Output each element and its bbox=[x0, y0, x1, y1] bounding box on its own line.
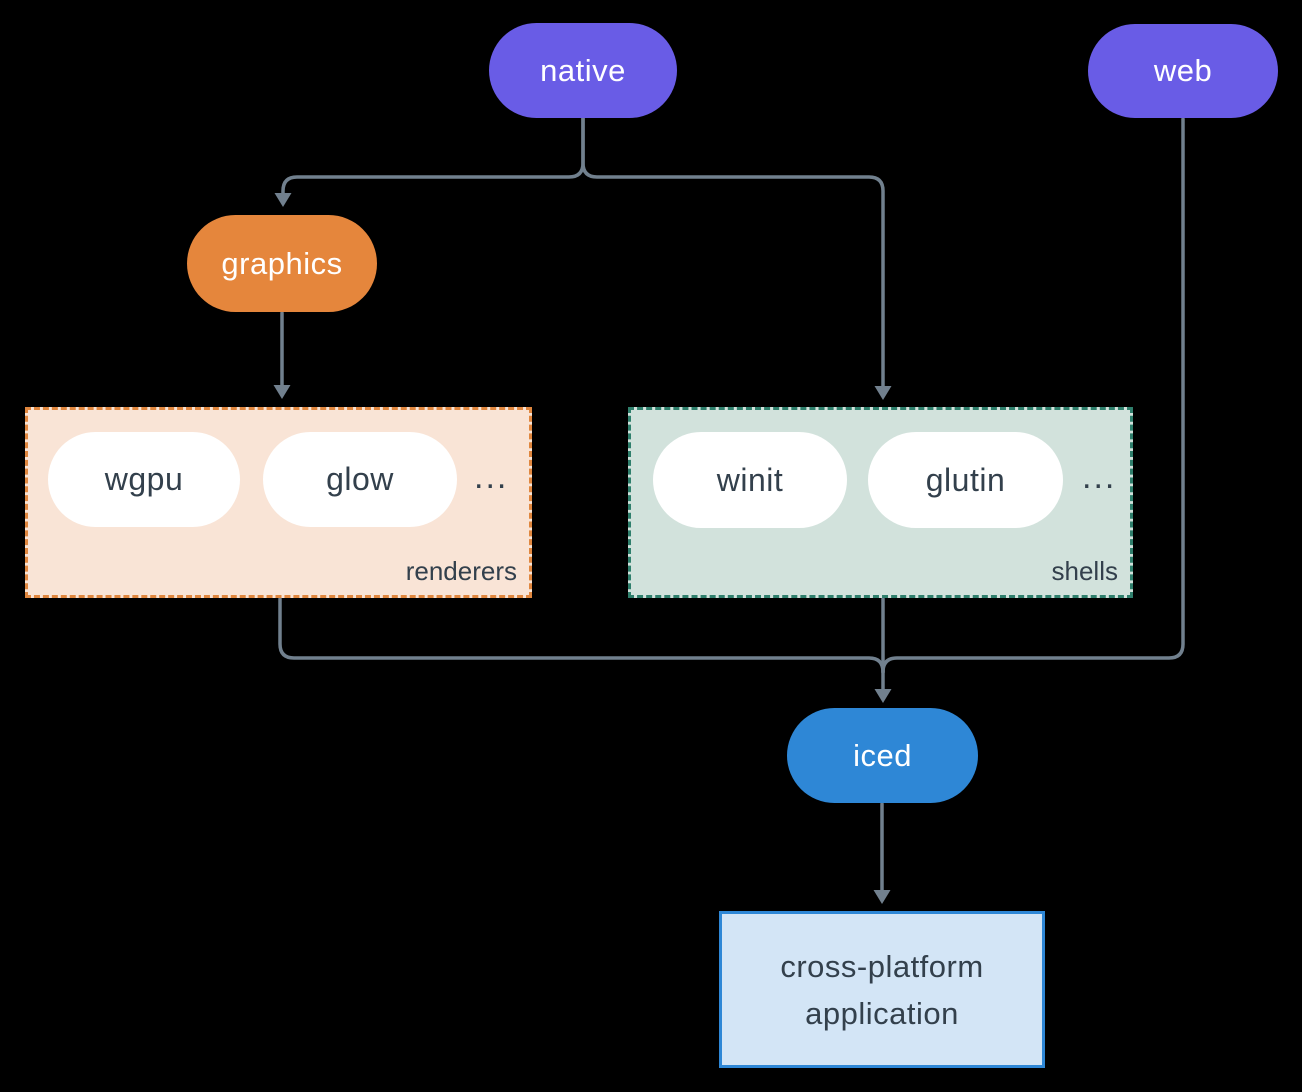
node-glutin: glutin bbox=[868, 432, 1063, 528]
arrowhead-into-graphics bbox=[274, 193, 292, 207]
node-native: native bbox=[489, 23, 677, 118]
node-native-label: native bbox=[540, 52, 626, 88]
renderers-ellipsis: ... bbox=[474, 458, 509, 496]
edge-native-shells bbox=[581, 116, 885, 388]
node-glutin-label: glutin bbox=[925, 461, 1006, 498]
edge-renderers-iced bbox=[278, 597, 885, 674]
arrowhead-into-shells bbox=[874, 386, 892, 400]
node-glow: glow bbox=[263, 432, 457, 527]
arrowhead-into-iced bbox=[874, 689, 892, 703]
node-winit-label: winit bbox=[716, 461, 784, 498]
node-application-label-line2: application bbox=[805, 995, 959, 1031]
node-application: cross-platform application bbox=[719, 911, 1045, 1068]
node-iced-label: iced bbox=[853, 737, 912, 773]
edge-native-graphics bbox=[281, 116, 585, 195]
node-graphics: graphics bbox=[187, 215, 377, 312]
node-web: web bbox=[1088, 24, 1278, 118]
node-winit: winit bbox=[653, 432, 847, 528]
node-application-label-line1: cross-platform bbox=[780, 948, 984, 984]
node-iced: iced bbox=[787, 708, 978, 803]
node-web-label: web bbox=[1153, 53, 1213, 88]
node-wgpu: wgpu bbox=[48, 432, 240, 527]
group-shells-label: shells bbox=[1051, 556, 1118, 586]
arrowhead-into-renderers bbox=[273, 385, 291, 399]
shells-ellipsis: ... bbox=[1082, 458, 1117, 496]
node-glow-label: glow bbox=[326, 461, 394, 497]
node-wgpu-label: wgpu bbox=[104, 461, 184, 497]
node-graphics-label: graphics bbox=[221, 245, 343, 281]
group-renderers-label: renderers bbox=[405, 556, 517, 586]
arrowhead-into-application bbox=[873, 890, 891, 904]
